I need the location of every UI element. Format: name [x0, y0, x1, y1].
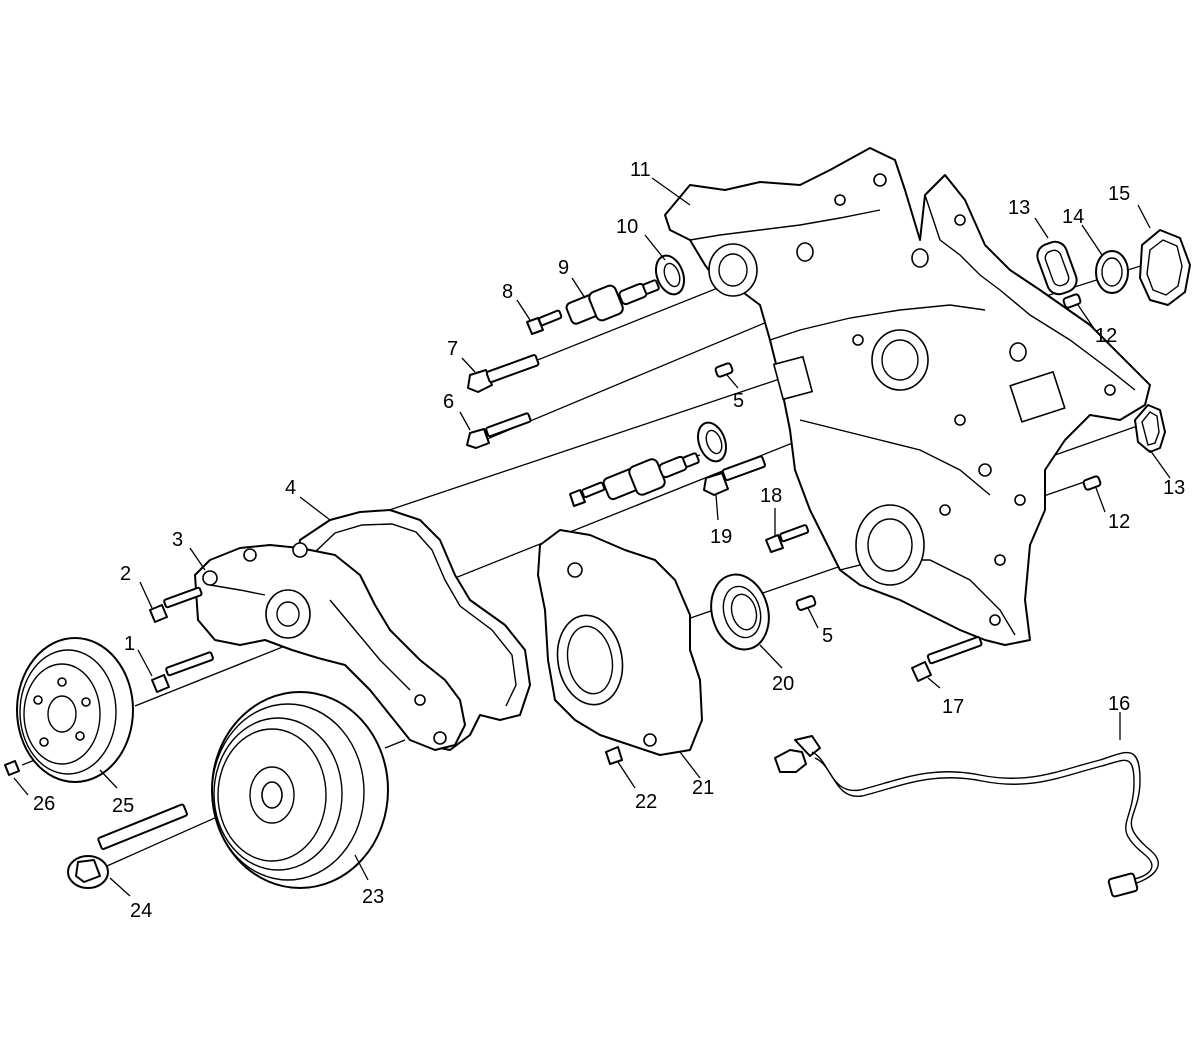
callout-2: 2 — [120, 563, 131, 585]
callout-7: 7 — [447, 338, 458, 360]
callout-12-upper: 12 — [1095, 325, 1117, 347]
callout-8: 8 — [502, 281, 513, 303]
gasket-15 — [1139, 229, 1191, 306]
bolt-6 — [466, 412, 532, 449]
bolt-26 — [4, 760, 20, 776]
callout-5-upper: 5 — [733, 390, 744, 412]
callout-13-upper: 13 — [1008, 197, 1030, 219]
callout-23: 23 — [362, 886, 384, 908]
bolt-2 — [149, 586, 203, 623]
callout-9: 9 — [558, 257, 569, 279]
bolt-18 — [765, 524, 810, 553]
crankshaft-balancer — [211, 691, 389, 889]
callout-13-lower: 13 — [1163, 477, 1185, 499]
solenoid-valve-upper — [565, 279, 660, 325]
callout-20: 20 — [772, 673, 794, 695]
callout-25: 25 — [112, 795, 134, 817]
callout-10: 10 — [616, 216, 638, 238]
seal-upper — [654, 254, 686, 296]
solenoid-valve-lower — [602, 452, 700, 501]
bolt-19 — [703, 455, 766, 496]
bolt-17 — [911, 636, 983, 682]
callout-15: 15 — [1108, 183, 1130, 205]
bolt-7 — [467, 354, 540, 393]
callout-leader-lines — [13, 177, 1171, 897]
callout-14: 14 — [1062, 206, 1084, 228]
crankshaft-front-seal — [710, 573, 770, 651]
dowel-pin-5-lower — [795, 595, 817, 611]
bolt-22 — [605, 746, 623, 765]
bolt-1 — [151, 651, 214, 693]
callout-11: 11 — [630, 159, 651, 181]
callout-5-lower: 5 — [822, 625, 833, 647]
callout-labels: 1 2 3 4 5 5 6 7 8 9 10 11 12 12 13 13 14… — [33, 159, 1185, 922]
gasket-13-upper — [1036, 240, 1078, 296]
gasket-14 — [1095, 250, 1129, 294]
water-pump-pulley — [16, 637, 134, 783]
dowel-pin-12-upper — [1062, 293, 1082, 309]
callout-4: 4 — [285, 477, 296, 499]
callout-16: 16 — [1108, 693, 1130, 715]
callout-26: 26 — [33, 793, 55, 815]
callout-17: 17 — [942, 696, 964, 718]
sensor-harness — [774, 735, 1159, 898]
crankshaft-seal-housing — [537, 529, 703, 756]
dowel-pin-12-lower — [1082, 475, 1102, 491]
bolt-8 — [526, 309, 563, 335]
water-pump — [194, 542, 466, 751]
callout-6: 6 — [443, 391, 454, 413]
dowel-pin-5-upper — [714, 362, 734, 378]
callout-12-lower: 12 — [1108, 511, 1130, 533]
bolt-24 — [67, 803, 188, 889]
callout-22: 22 — [635, 791, 657, 813]
seal-lower — [696, 421, 728, 463]
callout-1: 1 — [124, 633, 135, 655]
bolt-8-lower — [569, 481, 606, 507]
gasket-13-lower — [1134, 404, 1166, 453]
callout-18: 18 — [760, 485, 782, 507]
callout-19: 19 — [710, 526, 732, 548]
callout-21: 21 — [692, 777, 714, 799]
callout-3: 3 — [172, 529, 183, 551]
engine-front-cover — [664, 147, 1151, 646]
callout-24: 24 — [130, 900, 152, 922]
